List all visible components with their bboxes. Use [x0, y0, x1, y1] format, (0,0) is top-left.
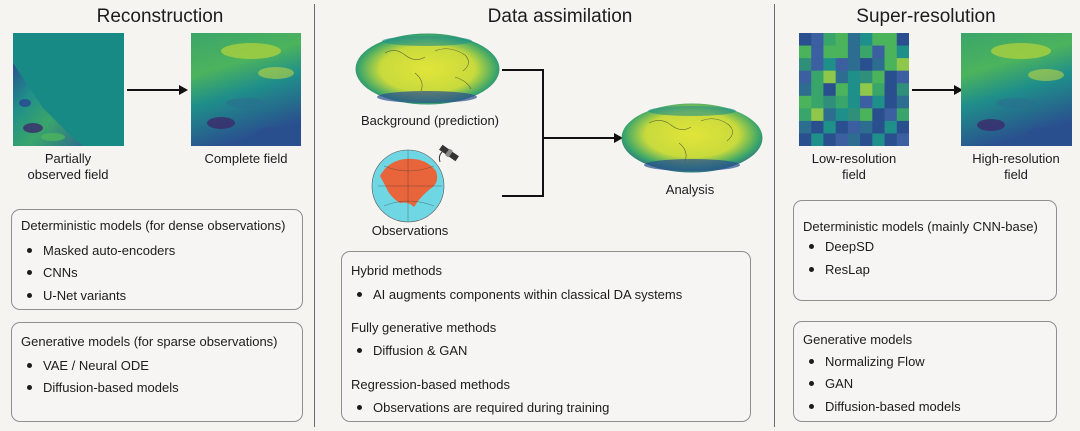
generative-models-box: Generative models Normalizing Flow GAN D… — [793, 321, 1057, 422]
caption-line: field — [1004, 167, 1028, 182]
list-item: GAN — [809, 376, 853, 391]
high-res-field-image — [961, 33, 1072, 146]
caption-line: Low-resolution — [811, 151, 897, 166]
partial-field-image — [13, 33, 124, 146]
complete-field-image — [191, 33, 301, 146]
arrow-icon — [912, 85, 963, 95]
list-item: U-Net variants — [27, 288, 126, 303]
low-res-field-image — [799, 33, 909, 146]
list-item: Normalizing Flow — [809, 354, 925, 369]
caption-line: field — [842, 167, 866, 182]
list-item: Observations are required during trainin… — [357, 400, 609, 415]
complete-field-caption: Complete field — [204, 151, 288, 166]
deterministic-models-box: Deterministic models (for dense observat… — [11, 209, 303, 310]
da-methods-box: Hybrid methods AI augments components wi… — [341, 251, 751, 422]
arrow-icon — [127, 85, 188, 95]
box-heading: Generative models (for sparse observatio… — [21, 334, 278, 349]
list-item: ResLap — [809, 262, 870, 277]
list-item: Diffusion-based models — [27, 380, 179, 395]
box-heading: Deterministic models (mainly CNN-base) — [803, 219, 1038, 234]
high-res-caption: High-resolution field — [956, 151, 1076, 183]
box-heading: Fully generative methods — [351, 320, 497, 335]
box-heading: Deterministic models (for dense observat… — [21, 218, 286, 233]
list-item: VAE / Neural ODE — [27, 358, 149, 373]
list-item: Diffusion & GAN — [357, 343, 467, 358]
list-item: DeepSD — [809, 239, 874, 254]
panel-divider — [314, 4, 315, 427]
box-heading: Regression-based methods — [351, 377, 510, 392]
caption-line: observed field — [27, 167, 109, 182]
box-heading: Generative models — [803, 332, 913, 347]
list-item: AI augments components within classical … — [357, 287, 682, 302]
caption-line: High-resolution — [972, 151, 1060, 166]
low-res-caption: Low-resolution field — [794, 151, 914, 183]
satellite-icon — [438, 144, 459, 163]
generative-models-box: Generative models (for sparse observatio… — [11, 322, 303, 422]
superres-title: Super-resolution — [856, 6, 996, 27]
deterministic-models-box: Deterministic models (mainly CNN-base) D… — [793, 200, 1057, 301]
analysis-map-image — [621, 103, 763, 173]
list-item: CNNs — [27, 265, 78, 280]
analysis-caption: Analysis — [665, 182, 715, 197]
background-caption: Background (prediction) — [360, 113, 500, 128]
background-map-image — [355, 33, 500, 105]
partial-field-caption: Partially observed field — [8, 151, 128, 183]
assimilation-title: Data assimilation — [487, 6, 633, 27]
box-heading: Hybrid methods — [351, 263, 443, 278]
reconstruction-title: Reconstruction — [96, 6, 224, 27]
panel-divider — [774, 4, 775, 427]
list-item: Diffusion-based models — [809, 399, 961, 414]
assimilation-arrows — [502, 69, 623, 197]
globe-icon — [371, 149, 445, 223]
list-item: Masked auto-encoders — [27, 243, 175, 258]
observations-caption: Observations — [371, 223, 449, 238]
caption-line: Partially — [44, 151, 92, 166]
